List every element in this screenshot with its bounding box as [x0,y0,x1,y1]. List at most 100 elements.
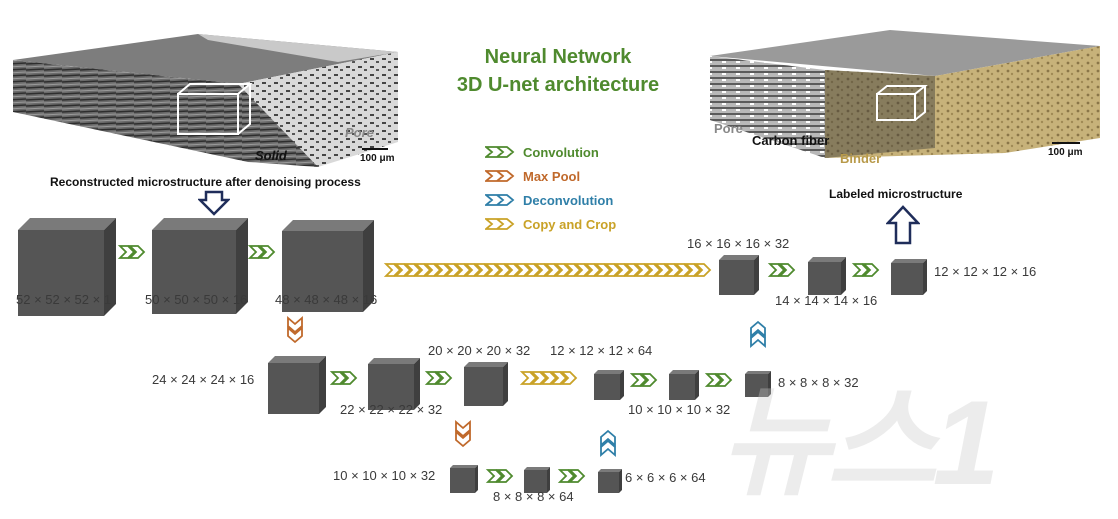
feature-map-cube [18,218,116,316]
watermark-logo: 뉴스1 [720,376,1000,510]
dim-label: 24 × 24 × 24 × 16 [152,372,255,387]
chevron-arrow [750,320,766,338]
chevron-arrow [593,263,612,277]
chevron-arrow [503,263,522,277]
chevron-arrow [673,263,692,277]
chevron-arrow [383,263,402,277]
chevron-arrow [767,263,786,277]
legend-maxpool: Max Pool [485,164,616,188]
feature-map-cube [450,465,478,493]
chevron-arrow [861,263,880,277]
legend-deconvolution: Deconvolution [485,188,616,212]
chevron-arrow [403,263,422,277]
legend-convolution: Convolution [485,140,616,164]
chevron-arrow [433,263,452,277]
double-chevron-icon [485,194,515,206]
title-line2: 3D U-net architecture [456,74,660,96]
chevron-arrow [567,469,586,483]
chevron-arrow [393,263,412,277]
dim-label: 12 × 12 × 12 × 64 [550,343,653,358]
right-microstructure-image [710,30,1100,158]
chevron-arrow [519,371,538,385]
pore-label: Pore [345,125,374,140]
dim-label: 10 × 10 × 10 × 32 [333,468,436,483]
chevron-arrow [423,263,442,277]
chevron-arrow [247,245,266,259]
chevron-arrow [543,263,562,277]
legend-label: Convolution [523,144,599,160]
feature-map-cube [464,362,508,406]
feature-map-cube [282,220,374,312]
right-caption: Labeled microstructure [829,187,963,201]
down-arrow-icon [198,190,230,216]
right-pore-label: Pore [714,121,743,136]
chevron-arrow [600,439,616,457]
scale-bar-label: 100 μm [1048,147,1083,158]
dim-label: 8 × 8 × 8 × 32 [778,375,859,390]
chevron-arrow [453,263,472,277]
chevron-arrow [633,263,652,277]
chevron-arrow [483,263,502,277]
chevron-arrow [573,263,592,277]
chevron-arrow [443,263,462,277]
scale-bar-label: 100 μm [360,153,395,164]
chevron-arrow [714,373,733,387]
chevron-arrow [704,373,723,387]
double-chevron-icon [485,146,515,158]
chevron-arrow [529,371,548,385]
dim-label: 48 × 48 × 48 × 16 [275,292,378,307]
chevron-arrow [583,263,602,277]
dim-label: 50 × 50 × 50 × 16 [145,292,248,307]
chevron-arrow [600,429,616,447]
binder-label: Binder [840,151,882,166]
chevron-arrow [434,371,453,385]
chevron-arrow [629,373,648,387]
chevron-arrow [287,316,303,334]
legend-label: Copy and Crop [523,216,617,232]
chevron-arrow [493,263,512,277]
chevron-arrow [523,263,542,277]
chevron-arrow [117,245,136,259]
chevron-arrow [339,371,358,385]
dim-label: 14 × 14 × 14 × 16 [775,293,878,308]
solid-label: Solid [255,148,287,163]
chevron-arrow [495,469,514,483]
feature-map-cube [598,469,622,493]
dim-label: 52 × 52 × 52 × 1 [16,292,112,307]
feature-map-cube [808,257,846,295]
chevron-arrow [485,469,504,483]
chevron-arrow [777,263,796,277]
left-microstructure-image [13,34,398,167]
chevron-arrow [613,263,632,277]
scale-bar-line [362,148,388,150]
chevron-arrow [539,371,558,385]
legend-label: Deconvolution [523,192,614,208]
feature-map-cube [891,259,927,295]
legend-copycrop: Copy and Crop [485,212,616,236]
feature-map-cube [594,370,624,400]
chevron-arrow [473,263,492,277]
double-chevron-icon [485,218,515,230]
chevron-arrow [693,263,712,277]
legend-label: Max Pool [523,168,581,184]
chevron-arrow [329,371,348,385]
feature-map-cube [152,218,248,314]
chevron-arrow [553,263,572,277]
chevron-arrow [463,263,482,277]
carbon-fiber-label: Carbon fiber [752,133,830,148]
chevron-arrow [683,263,702,277]
dim-label: 16 × 16 × 16 × 32 [687,236,790,251]
chevron-arrow [557,469,576,483]
chevron-arrow [287,326,303,344]
chevron-arrow [559,371,578,385]
chevron-arrow [623,263,642,277]
chevron-arrow [750,330,766,348]
dim-label: 8 × 8 × 8 × 64 [493,489,574,504]
chevron-arrow [257,245,276,259]
feature-map-cube [719,255,759,295]
double-chevron-icon [485,170,515,182]
chevron-arrow [851,263,870,277]
dim-label: 20 × 20 × 20 × 32 [428,343,531,358]
feature-map-cube [524,467,550,493]
